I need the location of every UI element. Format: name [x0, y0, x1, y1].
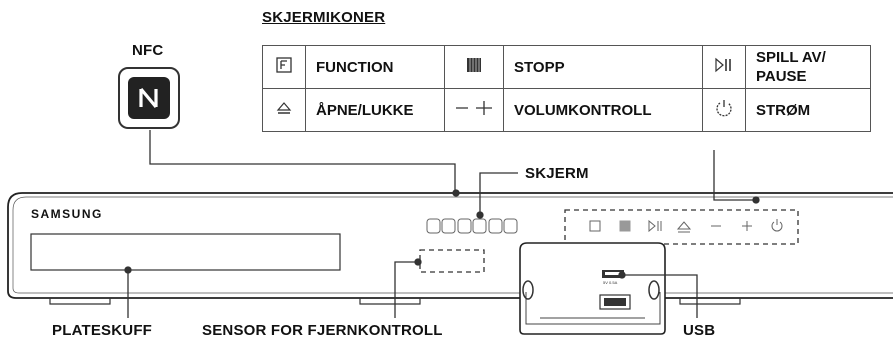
remote-sensor	[419, 249, 485, 273]
eject-icon	[262, 88, 306, 132]
nfc-logo	[118, 67, 180, 129]
power-icon	[702, 88, 746, 132]
player-body	[7, 192, 893, 305]
remote-sensor-callout-label: SENSOR FOR FJERNKONTROLL	[202, 322, 443, 339]
label-volume: VOLUMKONTROLL	[503, 88, 703, 132]
usb-port-rating: 5V 0.5A	[603, 280, 618, 285]
label-eject: ÅPNE/LUKKE	[305, 88, 445, 132]
display-callout-label: SKJERM	[525, 165, 589, 182]
touch-panel	[564, 209, 799, 245]
usb-callout-label: USB	[683, 322, 716, 339]
brand-logo: SAMSUNG	[31, 207, 103, 221]
label-power: STRØM	[745, 88, 871, 132]
usb-panel	[519, 242, 666, 335]
display-readout: 000000	[424, 216, 520, 236]
nfc-icon	[128, 77, 170, 119]
table-row: ÅPNE/LUKKE VOLUMKONTROLL STRØM	[262, 88, 871, 132]
touch-panel-icons	[589, 219, 783, 233]
disc-tray	[30, 233, 341, 271]
page-title: SKJERMIKONER	[262, 9, 386, 26]
disc-tray-callout-label: PLATESKUFF	[52, 322, 153, 339]
table-row: FUNCTION STOPP SPILL AV/ PAUSE	[262, 45, 871, 89]
label-function: FUNCTION	[305, 45, 445, 89]
leader-lines	[124, 130, 760, 318]
front-display	[426, 218, 518, 234]
screen-icons-table: FUNCTION STOPP SPILL AV/ PAUSE ÅPNE/LUKK…	[262, 45, 871, 132]
nfc-label: NFC	[132, 42, 164, 59]
